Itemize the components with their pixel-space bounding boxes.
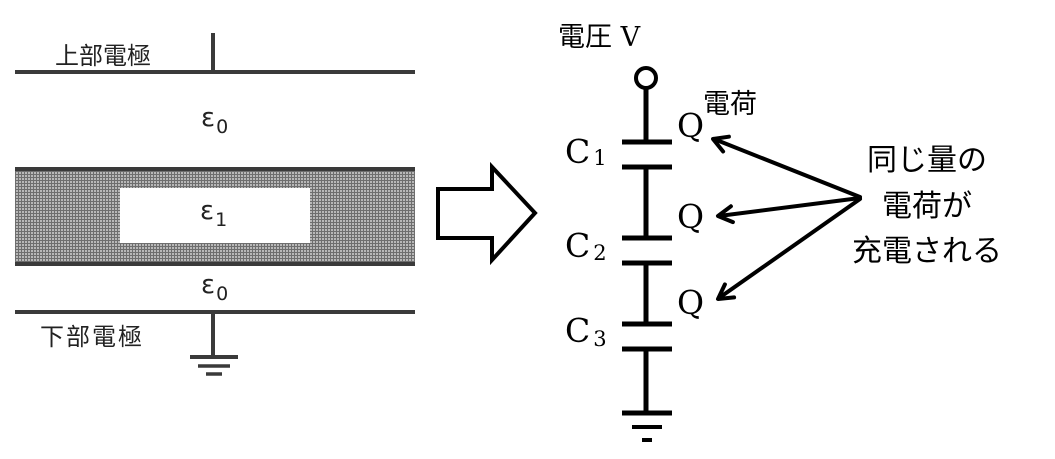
capacitor-symbol: C [565, 226, 590, 265]
physical-structure: 上部電極 ε0 ε1 ε0 下部電極 [15, 33, 415, 376]
epsilon-symbol: ε [200, 196, 214, 226]
upper-electrode: 上部電極 [15, 33, 415, 74]
annotation-line: 電荷が [882, 189, 972, 224]
charge-label: Q [677, 106, 704, 145]
annotation-pointers [711, 134, 862, 301]
dielectric-band: ε1 [15, 167, 415, 266]
pointer-arrow [711, 134, 862, 199]
dielectric-window [120, 188, 310, 243]
capacitor-symbol: C [565, 311, 590, 350]
epsilon-subscript: 1 [215, 209, 227, 231]
terminal-circle-icon [634, 66, 658, 90]
capacitor-subscript: 1 [593, 146, 606, 170]
charge-heading: 電荷 [703, 89, 757, 120]
lower-electrode: 下部電極 [15, 310, 415, 376]
capacitor-symbol: C [565, 132, 590, 171]
lower-gap-permittivity: ε0 [201, 270, 228, 305]
capacitor-subscript: 3 [593, 327, 606, 351]
pointer-arrow [716, 197, 862, 301]
capacitor-subscript: 2 [593, 241, 606, 265]
charge-label: Q [677, 197, 704, 236]
epsilon-subscript: 0 [216, 283, 228, 305]
upper-electrode-label: 上部電極 [55, 42, 151, 70]
lower-electrode-label: 下部電極 [40, 323, 144, 351]
ground-icon [622, 410, 672, 442]
epsilon-subscript: 0 [216, 116, 228, 138]
right-block-arrow-icon [436, 161, 538, 266]
ground-icon [190, 312, 238, 376]
pointer-arrow [716, 196, 862, 225]
dielectric-permittivity: ε1 [200, 196, 227, 231]
annotation-line: 充電される [852, 234, 1002, 269]
epsilon-symbol: ε [201, 270, 215, 300]
annotation-text: 同じ量の 電荷が 充電される [852, 143, 1002, 269]
epsilon-symbol: ε [201, 103, 215, 133]
voltage-label: 電圧 V [558, 22, 641, 53]
annotation-line: 同じ量の [867, 143, 987, 178]
upper-gap-permittivity: ε0 [201, 103, 228, 138]
charge-label: Q [677, 283, 704, 322]
